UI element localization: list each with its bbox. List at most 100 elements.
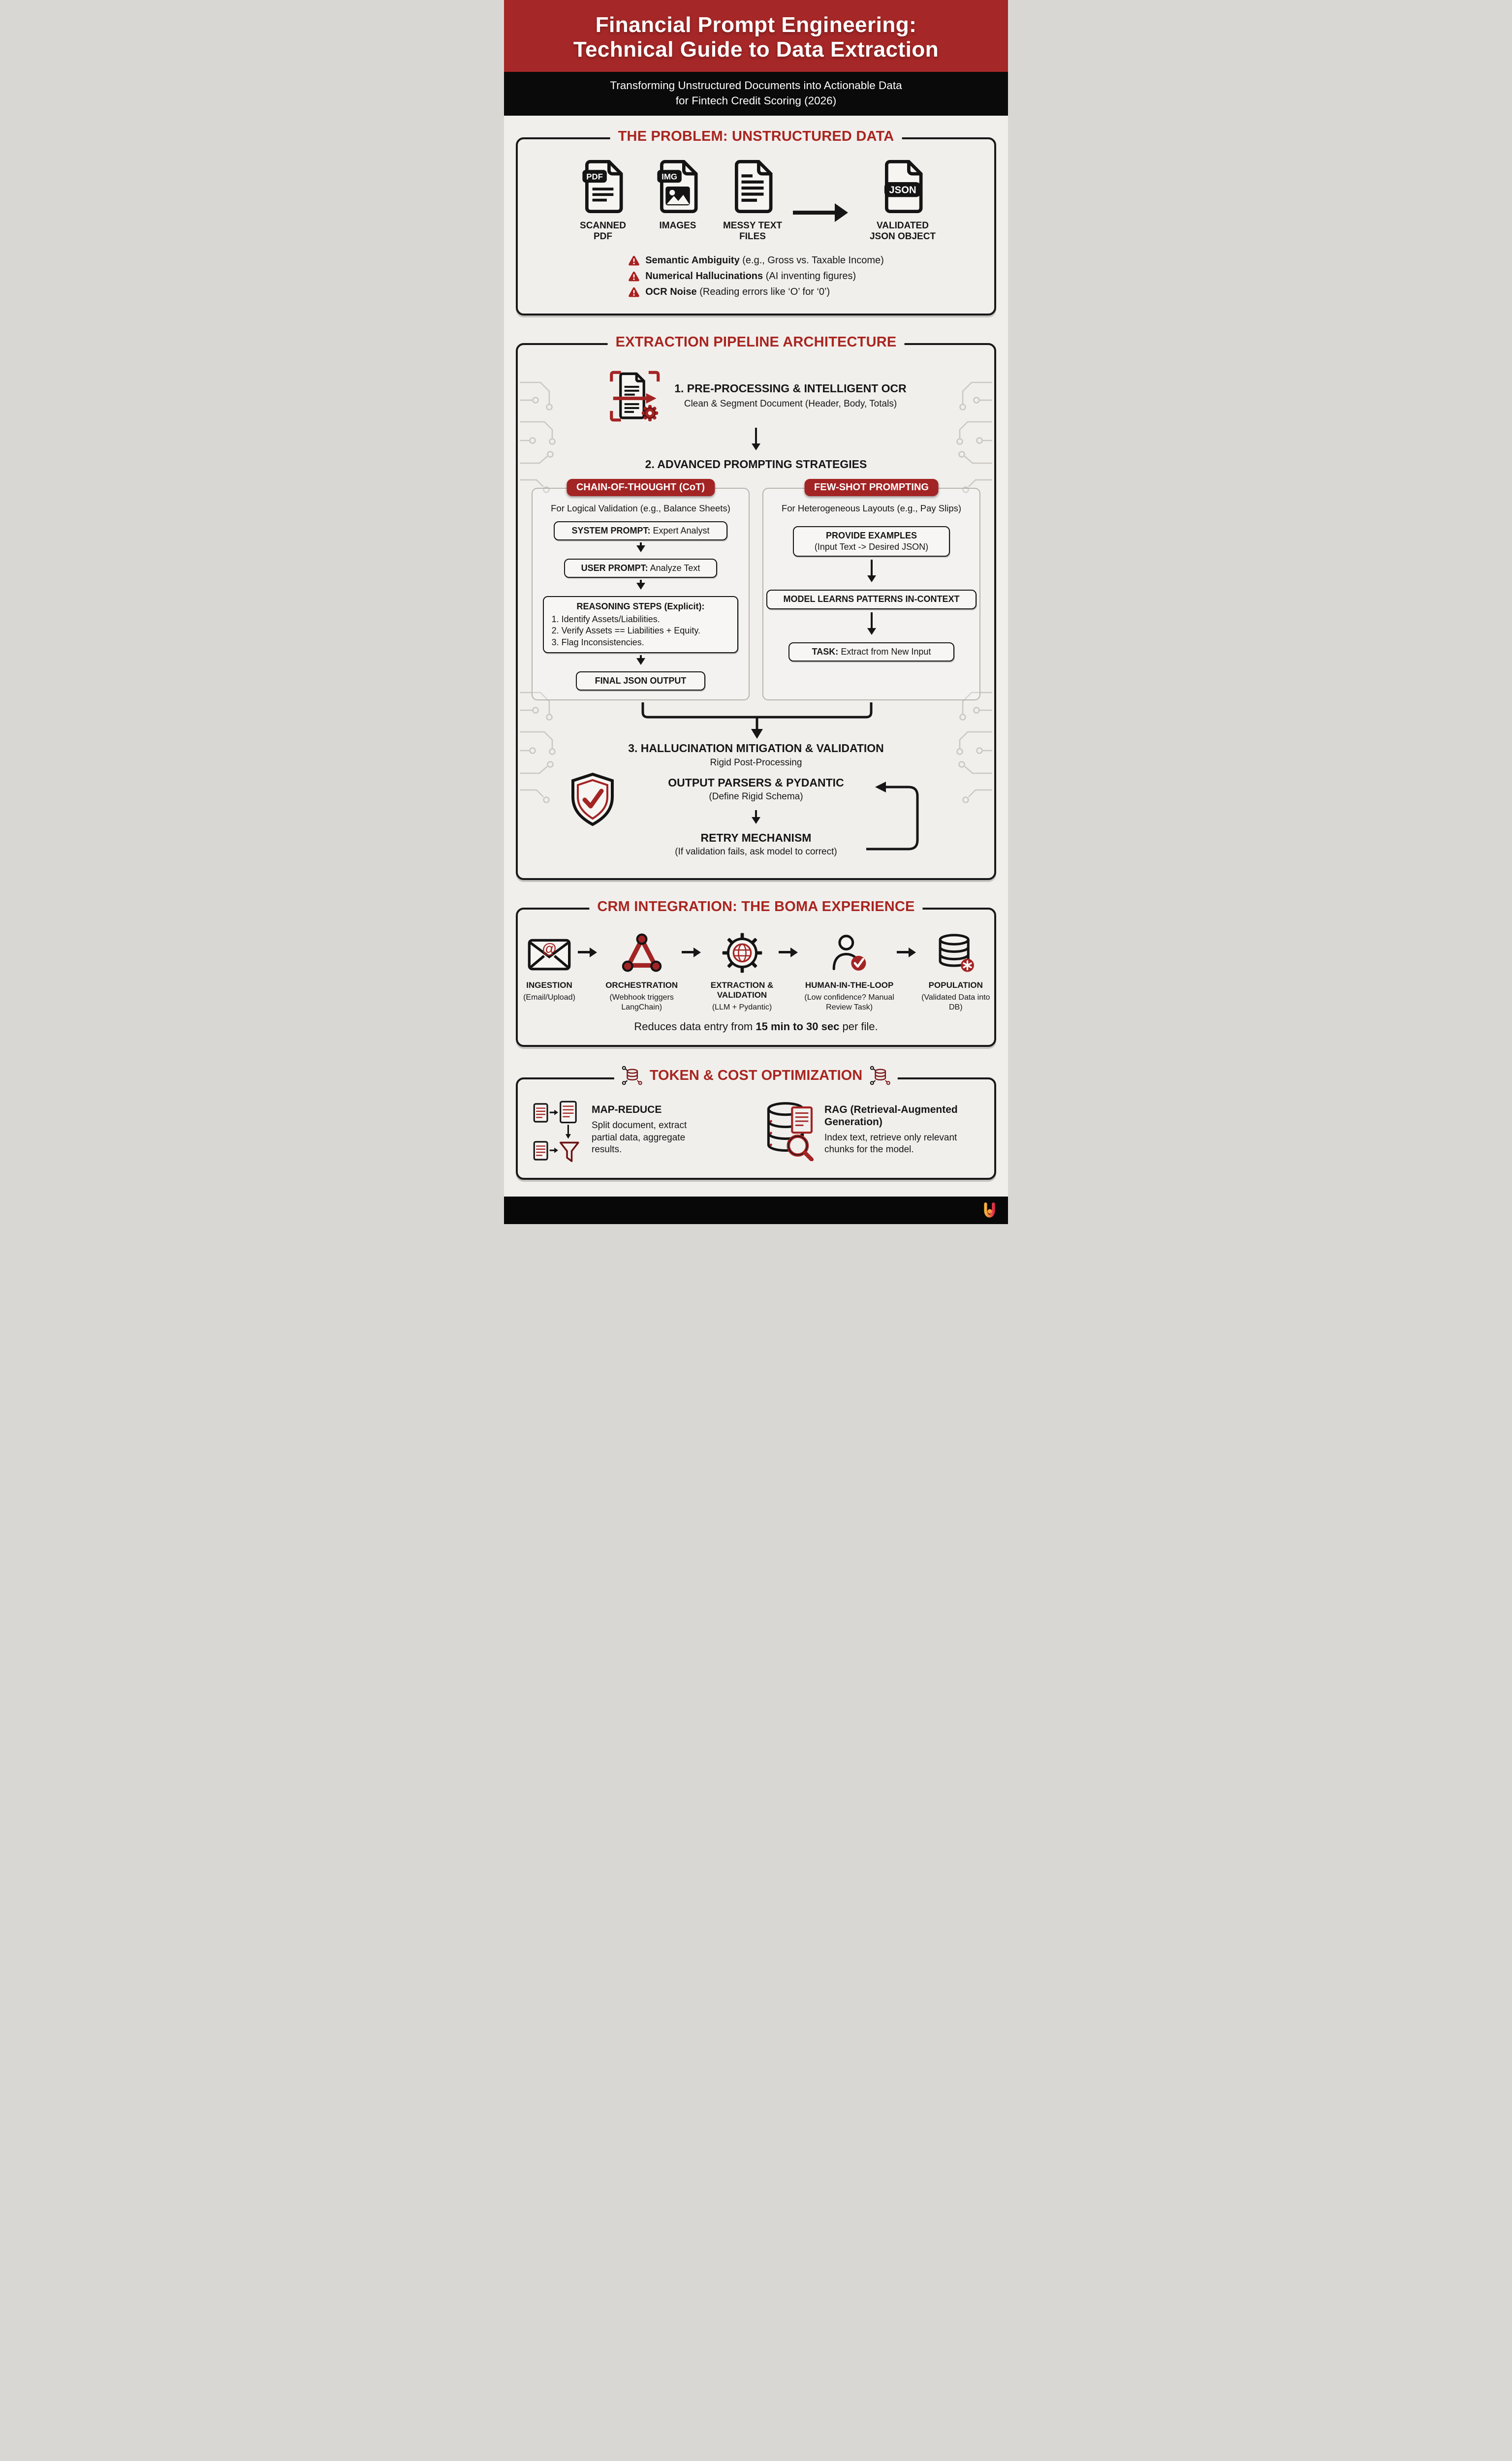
token-circuit-icon <box>870 1066 891 1085</box>
section-optimization-title: TOKEN & COST OPTIMIZATION <box>649 1067 863 1083</box>
section-pipeline-title: EXTRACTION PIPELINE ARCHITECTURE <box>607 334 905 350</box>
envelope-at-icon: @ <box>528 939 571 971</box>
issue-detail: (e.g., Gross vs. Taxable Income) <box>742 254 884 266</box>
reasoning-step: 3. Flag Inconsistencies. <box>551 637 644 647</box>
prompting-strategy-columns: CHAIN-OF-THOUGHT (CoT) For Logical Valid… <box>532 479 980 701</box>
reasoning-step: 1. Identify Assets/Liabilities. <box>551 614 660 624</box>
workflow-triangle-icon <box>622 933 662 972</box>
step1-subheading: Clean & Segment Document (Header, Body, … <box>684 399 897 410</box>
section-crm: CRM INTEGRATION: THE BOMA EXPERIENCE @ I… <box>516 899 996 1047</box>
rag-heading: RAG (Retrieval-Augmented Generation) <box>824 1104 958 1128</box>
person-check-icon <box>832 935 866 971</box>
rag-database-search-icon <box>767 1102 814 1162</box>
down-arrow-icon <box>639 655 642 663</box>
down-arrow-icon <box>870 612 873 633</box>
issue-label: Numerical Hallucinations <box>645 270 763 282</box>
footer-bar <box>504 1197 1008 1225</box>
retry-note: (If validation fails, ask model to corre… <box>675 847 837 857</box>
output-json-object: JSON VALIDATED JSON OBJECT <box>866 160 940 243</box>
problem-issues-list: Semantic Ambiguity (e.g., Gross vs. Taxa… <box>628 254 884 298</box>
source-label: SCANNED PDF <box>580 221 626 242</box>
subtitle-bar: Transforming Unstructured Documents into… <box>504 72 1008 116</box>
token-circuit-icon <box>622 1066 642 1085</box>
circuit-decoration-icon <box>520 381 556 493</box>
cot-subtitle: For Logical Validation (e.g., Balance Sh… <box>551 503 730 514</box>
image-file-icon: IMG <box>657 160 698 214</box>
cot-system-prompt-box: SYSTEM PROMPT: Expert Analyst <box>554 521 727 540</box>
issue-numerical-hallucinations: Numerical Hallucinations (AI inventing f… <box>628 270 884 283</box>
cot-user-prompt-box: USER PROMPT: Analyze Text <box>564 558 718 578</box>
down-arrow-icon <box>639 580 642 588</box>
page-title-line2: Technical Guide to Data Extraction <box>573 37 939 62</box>
down-arrow-icon <box>755 427 757 448</box>
pipeline-step1: 1. PRE-PROCESSING & INTELLIGENT OCR Clea… <box>532 368 980 425</box>
down-arrow-icon <box>755 810 757 822</box>
source-images: IMG IMAGES <box>647 160 708 231</box>
infographic-page: Financial Prompt Engineering: Technical … <box>504 0 1008 1225</box>
crm-step-population: POPULATION (Validated Data into DB) <box>921 931 990 1012</box>
svg-text:@: @ <box>542 941 556 957</box>
u-gradient-logo-icon <box>984 1202 995 1218</box>
step2-heading: 2. ADVANCED PROMPTING STRATEGIES <box>645 457 867 471</box>
map-reduce-block: MAP-REDUCE Split document, extract parti… <box>533 1100 748 1165</box>
map-reduce-description: Split document, extract partial data, ag… <box>592 1120 687 1155</box>
page-subtitle: Transforming Unstructured Documents into… <box>610 79 902 92</box>
svg-text:JSON: JSON <box>889 185 916 196</box>
step3-subheading: Rigid Post-Processing <box>710 757 802 768</box>
reasoning-step: 2. Verify Assets == Liabilities + Equity… <box>551 626 700 636</box>
right-arrow-icon <box>793 210 844 215</box>
crm-step-orchestration: ORCHESTRATION (Webhook triggers LangChai… <box>602 931 681 1012</box>
crm-summary: Reduces data entry from 15 min to 30 sec… <box>634 1020 878 1033</box>
cot-column: CHAIN-OF-THOUGHT (CoT) For Logical Valid… <box>532 479 750 701</box>
fewshot-subtitle: For Heterogeneous Layouts (e.g., Pay Sli… <box>781 503 962 514</box>
source-label: MESSY TEXT FILES <box>723 221 782 242</box>
source-label: VALIDATED JSON OBJECT <box>869 221 936 242</box>
step3-heading: 3. HALLUCINATION MITIGATION & VALIDATION <box>628 742 884 755</box>
warning-icon <box>629 255 639 266</box>
source-scanned-pdf: PDF SCANNED PDF <box>572 160 633 243</box>
fewshot-incontext-box: MODEL LEARNS PATTERNS IN-CONTEXT <box>766 590 976 609</box>
rag-description: Index text, retrieve only relevant chunk… <box>824 1132 957 1155</box>
step1-heading: 1. PRE-PROCESSING & INTELLIGENT OCR <box>674 381 907 395</box>
right-arrow-icon <box>778 951 795 954</box>
map-reduce-icon <box>533 1101 579 1163</box>
source-label: IMAGES <box>659 221 696 231</box>
page-subtitle-line2: for Fintech Credit Scoring (2026) <box>675 94 837 107</box>
unstructured-sources-row: PDF SCANNED PDF IMG IMAGE <box>531 160 981 243</box>
circuit-decoration-icon <box>956 692 992 803</box>
issue-detail: (AI inventing figures) <box>765 270 856 282</box>
text-file-icon <box>735 160 773 214</box>
svg-text:IMG: IMG <box>662 172 677 181</box>
database-check-icon <box>939 934 974 972</box>
pdf-file-icon: PDF <box>582 160 623 214</box>
retry-title: RETRY MECHANISM <box>700 831 812 844</box>
json-file-icon: JSON <box>884 160 923 214</box>
issue-ocr-noise: OCR Noise (Reading errors like ‘O’ for ‘… <box>628 286 884 298</box>
rag-block: RAG (Retrieval-Augmented Generation) Ind… <box>764 1100 979 1165</box>
section-optimization: TOKEN & COST OPTIMIZATION <box>516 1065 996 1180</box>
crm-step-extraction: EXTRACTION & VALIDATION (LLM + Pydantic) <box>706 931 777 1012</box>
issue-label: Semantic Ambiguity <box>645 254 740 266</box>
cot-pill: CHAIN-OF-THOUGHT (CoT) <box>566 479 715 497</box>
issue-detail: (Reading errors like ‘O’ for ‘0’) <box>699 286 830 297</box>
crm-step-human-loop: HUMAN-IN-THE-LOOP (Low confidence? Manua… <box>803 931 896 1012</box>
issue-semantic-ambiguity: Semantic Ambiguity (e.g., Gross vs. Taxa… <box>628 254 884 267</box>
parser-note: (Define Rigid Schema) <box>709 791 803 802</box>
circuit-decoration-icon <box>956 381 992 493</box>
crm-step-ingestion: @ INGESTION (Email/Upload) <box>522 931 577 1003</box>
source-messy-text: MESSY TEXT FILES <box>722 160 783 243</box>
issue-label: OCR Noise <box>645 286 697 297</box>
parser-title: OUTPUT PARSERS & PYDANTIC <box>668 776 844 789</box>
crm-pipeline-row: @ INGESTION (Email/Upload) ORCHESTRATION… <box>522 931 990 1012</box>
svg-text:PDF: PDF <box>586 172 603 181</box>
warning-icon <box>629 271 639 282</box>
down-arrow-icon <box>870 560 873 581</box>
right-arrow-icon <box>896 951 914 954</box>
section-pipeline: EXTRACTION PIPELINE ARCHITECTURE <box>516 334 996 881</box>
down-arrow-icon <box>639 542 642 550</box>
map-reduce-heading: MAP-REDUCE <box>592 1104 662 1116</box>
fewshot-pill: FEW-SHOT PROMPTING <box>804 479 939 497</box>
fewshot-column: FEW-SHOT PROMPTING For Heterogeneous Lay… <box>762 479 980 701</box>
header-banner: Financial Prompt Engineering: Technical … <box>504 0 1008 72</box>
document-scan-gear-icon <box>610 371 660 422</box>
